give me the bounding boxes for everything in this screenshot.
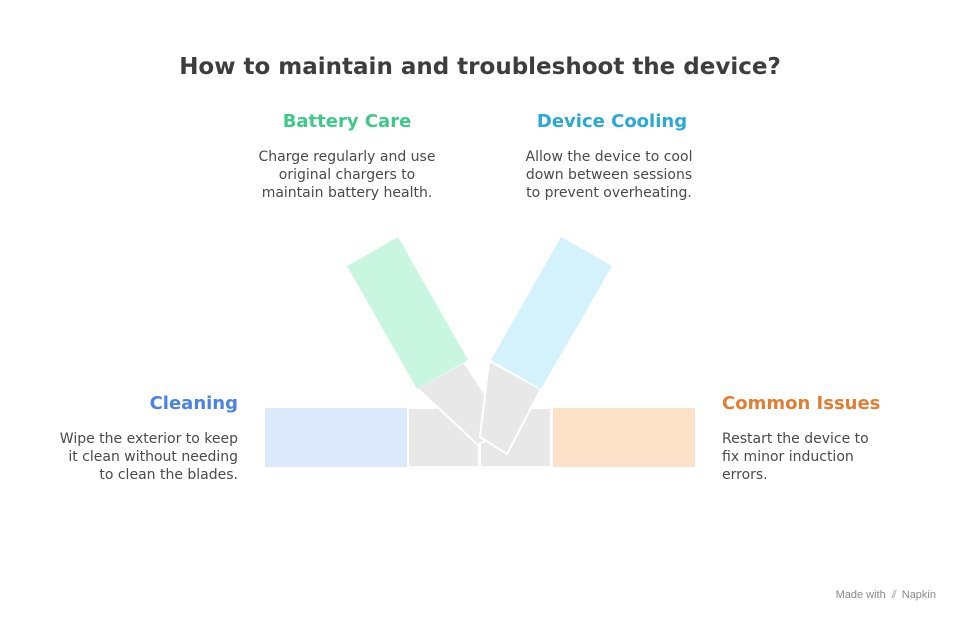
device-cooling-line: to prevent overheating. xyxy=(526,185,692,201)
device-cooling-line: down between sessions xyxy=(525,167,693,183)
napkin-logo-icon: ⫽ xyxy=(891,589,897,601)
made-with-label: Made with xyxy=(835,589,886,601)
common-issues-line: errors. xyxy=(722,467,768,483)
device-cooling-heading: Device Cooling xyxy=(536,111,688,132)
battery-care-heading: Battery Care xyxy=(282,111,412,132)
battery-care-line: original chargers to xyxy=(278,167,416,183)
cleaning-heading: Cleaning xyxy=(149,393,238,414)
napkin-brand-label: Napkin xyxy=(901,589,936,601)
cleaning-line: it clean without needing xyxy=(68,449,238,465)
common-issues-line: Restart the device to xyxy=(722,431,869,447)
cleaning-bar xyxy=(265,408,407,467)
cleaning-description: Wipe the exterior to keep it clean witho… xyxy=(18,430,238,484)
device-cooling-line: Allow the device to cool xyxy=(525,149,693,165)
device-cooling-bar xyxy=(491,237,612,389)
common-issues-heading: Common Issues xyxy=(722,393,881,414)
common-issues-bar xyxy=(553,408,695,467)
battery-care-description: Charge regularly and use original charge… xyxy=(227,148,467,202)
battery-care-line: maintain battery health. xyxy=(261,185,433,201)
common-issues-description: Restart the device to fix minor inductio… xyxy=(722,430,942,484)
made-with-napkin-credit[interactable]: Made with ⫽ Napkin xyxy=(836,589,936,602)
battery-care-line: Charge regularly and use xyxy=(258,149,436,165)
common-issues-line: fix minor induction xyxy=(722,449,854,465)
device-cooling-description: Allow the device to cool down between se… xyxy=(489,148,729,202)
page-title: How to maintain and troubleshoot the dev… xyxy=(179,54,781,80)
battery-care-bar xyxy=(347,237,468,389)
cleaning-line: to clean the blades. xyxy=(99,467,238,483)
cleaning-line: Wipe the exterior to keep xyxy=(59,431,238,447)
center-block-cooling-joint xyxy=(478,359,543,456)
